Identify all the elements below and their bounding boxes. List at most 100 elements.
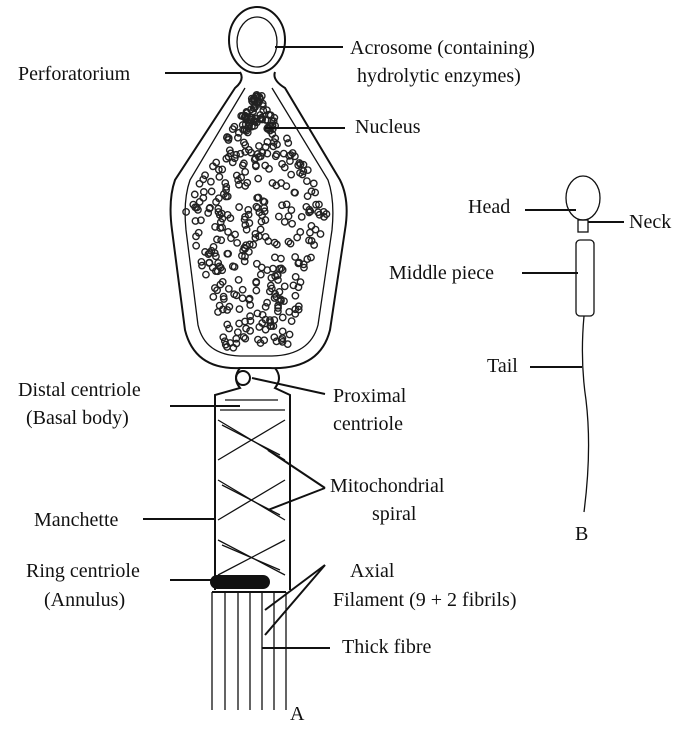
nucleus-granule: [235, 203, 244, 211]
nucleus-granule: [219, 333, 228, 342]
nucleus-granule: [231, 230, 239, 239]
nucleus-granule: [253, 309, 262, 318]
nucleus-granule: [315, 200, 323, 209]
nucleus-granule: [269, 322, 278, 331]
nucleus-granule: [230, 122, 239, 131]
nucleus-granule: [230, 262, 239, 271]
nucleus-granule: [257, 92, 266, 100]
label-manchette: Manchette: [34, 509, 119, 531]
nucleus-granule: [246, 301, 255, 309]
nucleus-granule: [235, 305, 244, 314]
nucleus-granule: [241, 167, 250, 176]
nucleus-granule: [197, 216, 205, 225]
nucleus-granule: [277, 264, 286, 273]
nucleus-granule: [198, 261, 206, 270]
nucleus-granule: [311, 225, 320, 234]
nucleus-granule: [261, 315, 270, 324]
nucleus-granule: [300, 263, 308, 272]
nucleus-granule: [182, 208, 191, 216]
nucleus-granule: [218, 165, 227, 174]
nucleus-granule: [209, 292, 218, 301]
nucleus-granule: [303, 166, 312, 174]
nucleus-granule: [275, 287, 284, 296]
nucleus-granule: [241, 221, 250, 229]
nucleus-granule: [213, 286, 221, 295]
label-axial: Axial: [350, 560, 395, 582]
label-ring-centriole: Ring centriole: [26, 560, 140, 582]
nucleus-granule: [223, 343, 231, 351]
label-acrosome: Acrosome (containing): [350, 37, 535, 59]
nucleus-granule: [210, 249, 219, 257]
nucleus-granule: [287, 206, 296, 215]
nucleus-granule: [244, 247, 253, 256]
nucleus-granule: [214, 165, 223, 174]
label-annulus: (Annulus): [44, 589, 125, 611]
nucleus-granule: [270, 294, 279, 302]
nucleus-granule: [258, 102, 267, 110]
nucleus-granule: [294, 305, 303, 314]
nucleus-granule: [296, 160, 305, 169]
nucleus-granule: [224, 284, 233, 293]
nucleus-granule: [206, 177, 215, 186]
label-middle-piece: Middle piece: [389, 262, 494, 284]
nucleus-granule: [218, 214, 227, 223]
nucleus-granule: [258, 148, 267, 157]
nucleus-granule: [284, 212, 293, 221]
nucleus-granule: [239, 333, 248, 341]
middle-piece-b: [575, 239, 595, 317]
nucleus-granule: [280, 282, 289, 291]
nucleus-granule: [197, 257, 206, 266]
nucleus-granule: [258, 99, 267, 108]
nucleus-granule: [287, 170, 296, 179]
nucleus-granule: [222, 133, 231, 142]
nucleus-granule: [267, 273, 276, 282]
nucleus-granule: [241, 317, 249, 326]
nucleus-granule: [291, 253, 300, 261]
nucleus-granule: [252, 278, 261, 287]
nucleus-granule: [222, 182, 231, 191]
nucleus-granule: [299, 260, 308, 269]
nucleus-granule: [286, 239, 295, 248]
nucleus-granule: [232, 339, 241, 348]
nucleus-granule: [242, 324, 250, 333]
nucleus-granule: [303, 177, 311, 186]
nucleus-granule: [233, 328, 242, 337]
nucleus-granule: [284, 139, 293, 147]
nucleus-granule: [228, 158, 237, 167]
nucleus-granule: [298, 170, 307, 179]
nucleus-granule: [201, 171, 209, 180]
axial-filament: [211, 592, 287, 710]
nucleus-granule: [309, 179, 318, 188]
nucleus-granule: [191, 217, 200, 225]
nucleus-granule: [284, 237, 293, 246]
nucleus-granule: [199, 188, 208, 196]
nucleus-granule: [225, 146, 234, 155]
nucleus-granule: [222, 154, 231, 163]
nucleus-granule: [287, 317, 296, 326]
nucleus-granule: [251, 234, 260, 242]
ring-centriole: [210, 575, 270, 589]
label-basal-body: (Basal body): [26, 407, 129, 429]
nucleus-granule: [285, 307, 294, 316]
nucleus-granule: [232, 171, 241, 180]
nucleus-granule: [245, 240, 254, 249]
nucleus-granule: [307, 222, 316, 230]
nucleus-granule: [262, 106, 271, 115]
nucleus-granule: [206, 203, 214, 212]
label-thick-fibre: Thick fibre: [342, 636, 432, 658]
nucleus-granule: [195, 179, 204, 188]
head-b: [565, 175, 601, 221]
label-mitochondrial: Mitochondrial: [330, 475, 445, 497]
nucleus-granule: [253, 194, 262, 202]
nucleus-granule: [261, 143, 270, 151]
nucleus-granule: [215, 172, 224, 181]
proximal-centriole: [235, 370, 251, 386]
nucleus-granule: [192, 241, 201, 250]
nucleus-granule: [256, 225, 265, 234]
nucleus-granule: [217, 236, 226, 245]
nucleus-granule: [296, 278, 305, 287]
nucleus-granule: [199, 175, 208, 184]
nucleus-granule: [259, 197, 268, 206]
label-perforatorium: Perforatorium: [18, 63, 131, 85]
nucleus-granule: [209, 162, 217, 171]
